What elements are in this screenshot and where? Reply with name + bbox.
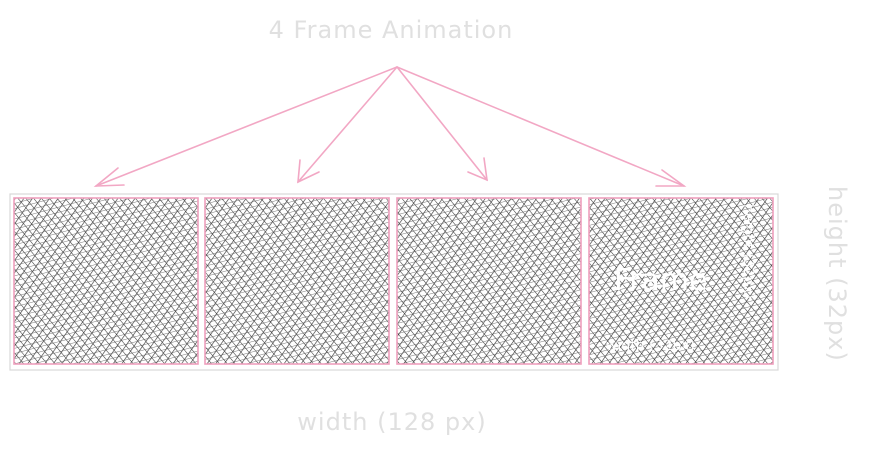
arrow-to-frame-4	[396, 66, 687, 187]
frame-3	[396, 197, 582, 365]
arrow-to-frame-2	[297, 66, 398, 184]
frame-width-label: width (32px)	[606, 338, 695, 354]
sprite-sheet-border	[9, 193, 779, 371]
frame-1	[13, 197, 199, 365]
arrow-to-frame-1	[93, 66, 398, 187]
arrow-to-frame-3	[396, 66, 488, 182]
arrows	[93, 66, 687, 187]
sheet-width-label: width (128 px)	[297, 408, 486, 436]
frame-height-label: height (32px)	[740, 204, 756, 299]
frame-2	[204, 197, 390, 365]
sheet-height-label: height (32px)	[823, 186, 851, 362]
frame-4	[588, 197, 774, 365]
diagram-title: 4 Frame Animation	[269, 16, 514, 44]
frame-label: Frame	[614, 263, 707, 298]
